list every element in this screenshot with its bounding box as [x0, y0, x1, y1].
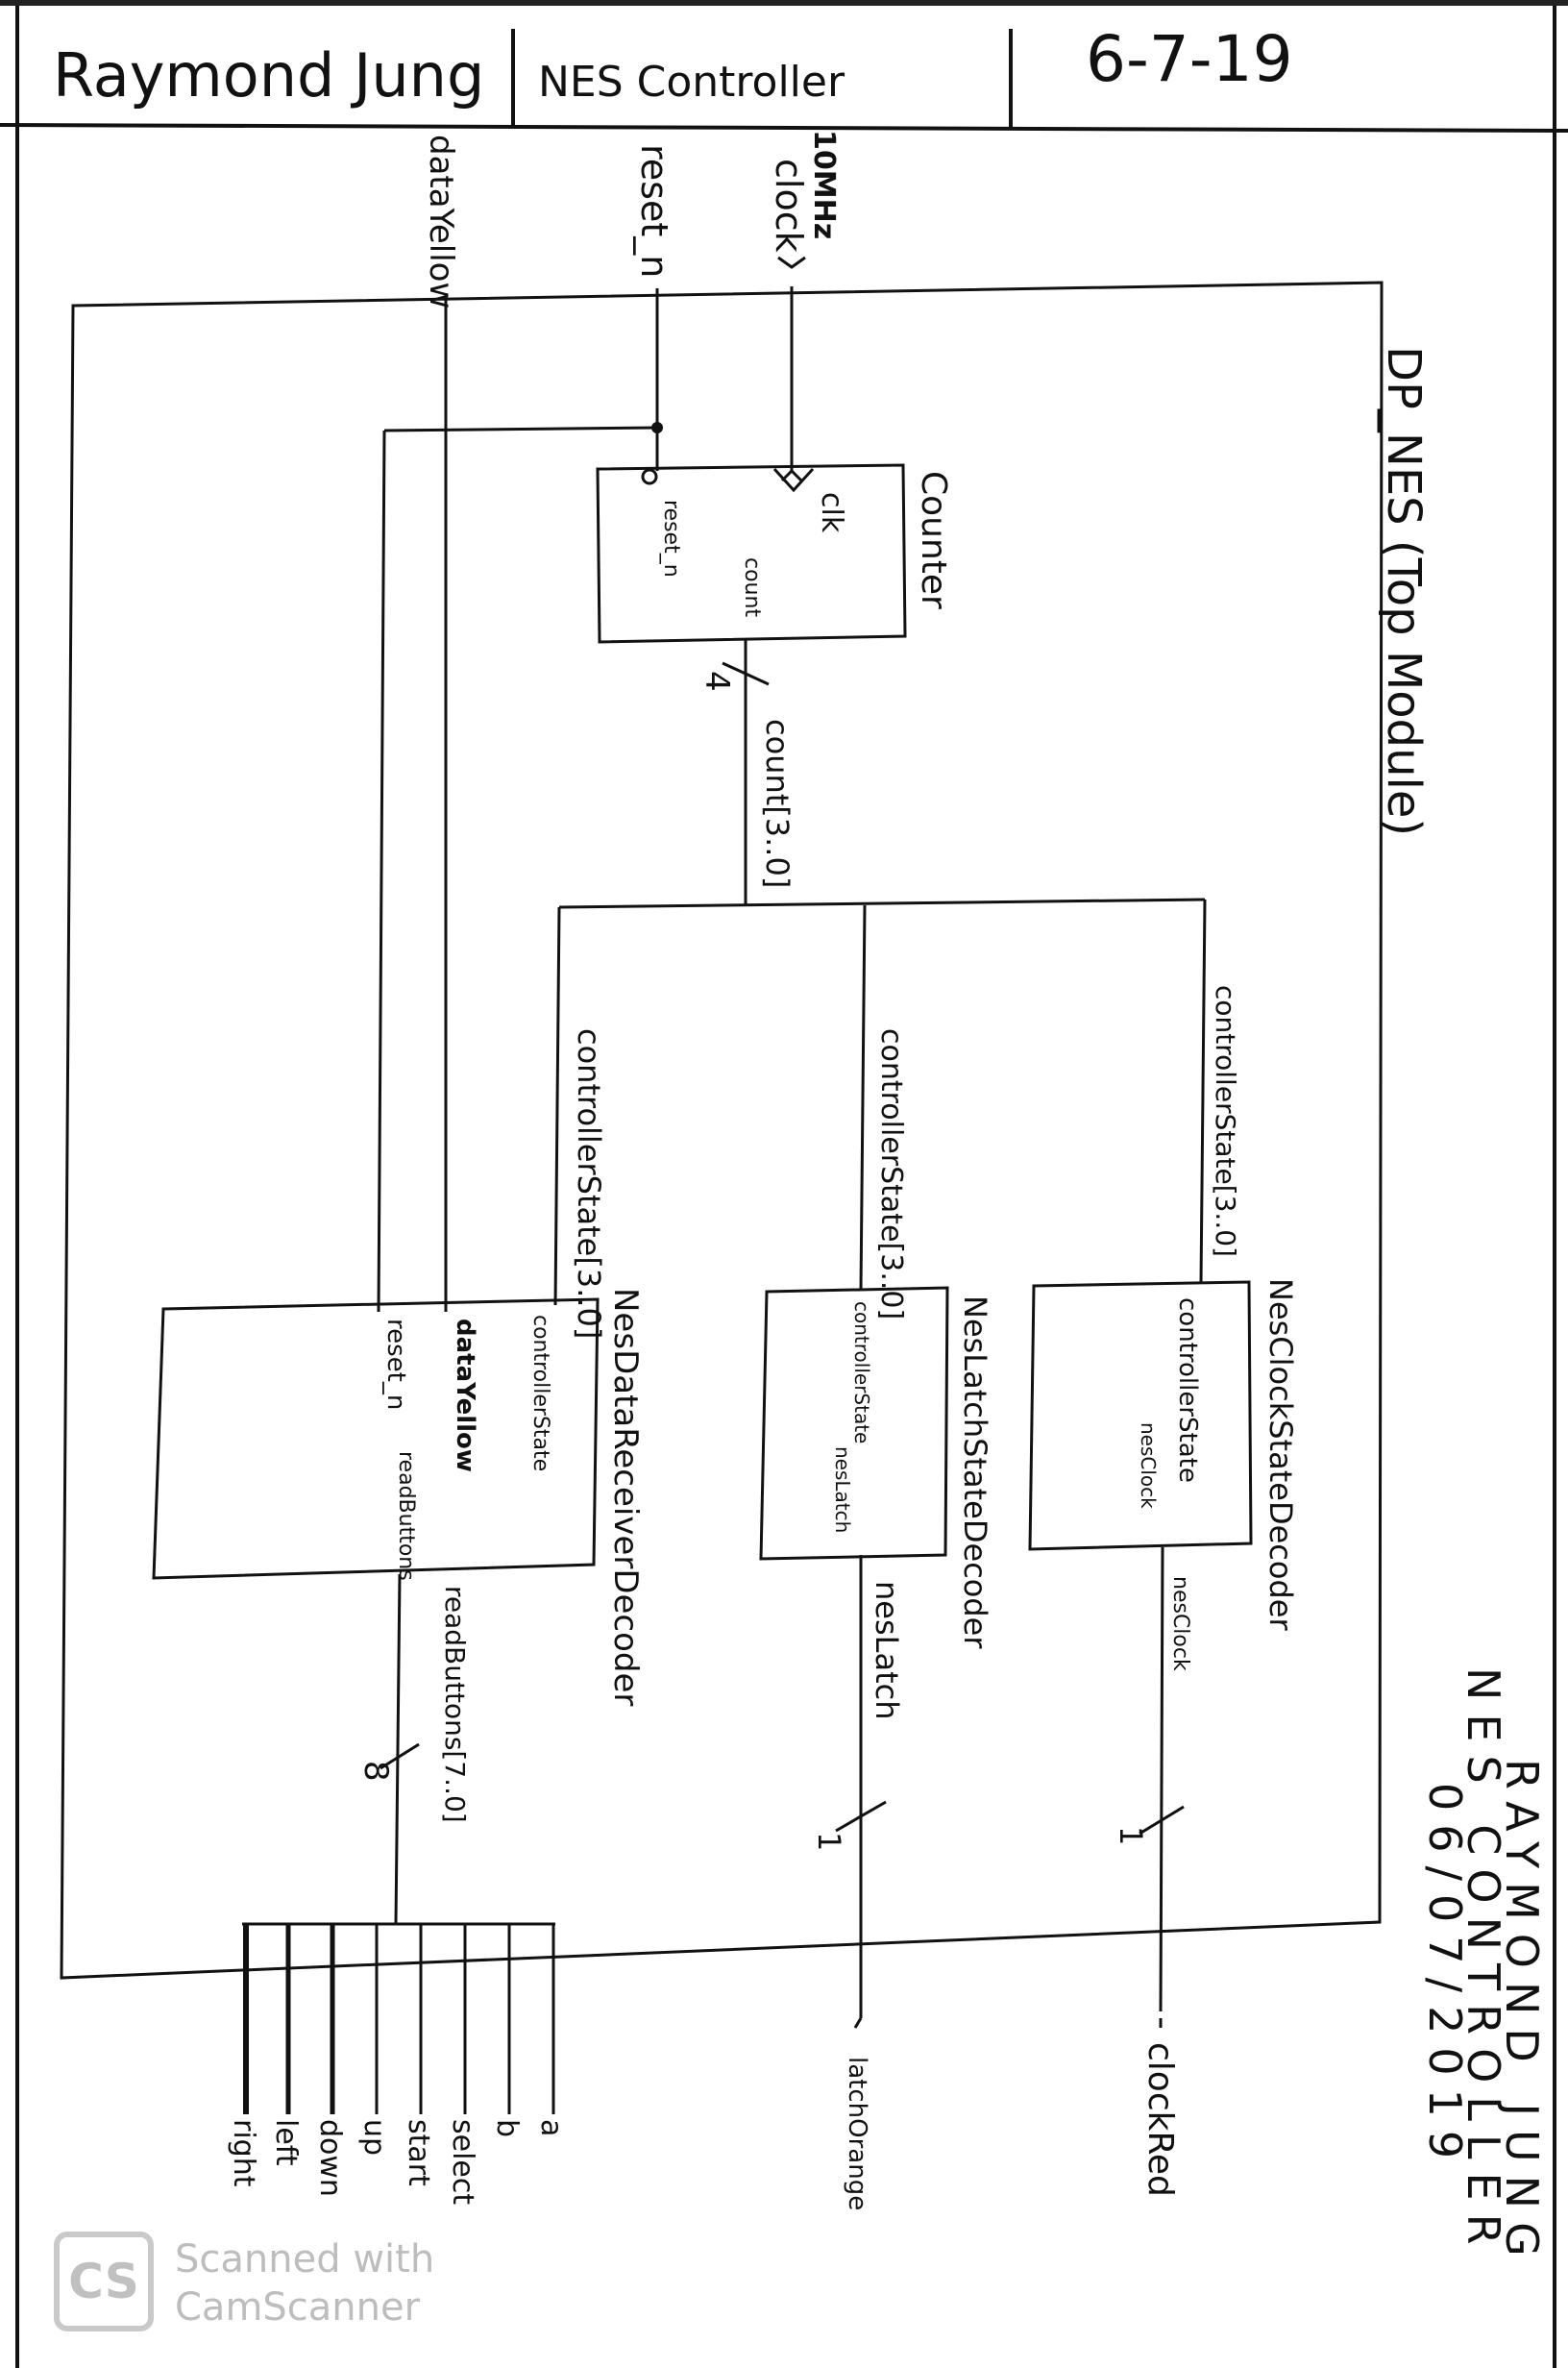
- button-output-label: b: [490, 2119, 524, 2137]
- signature-line1: RAYMOND JUNG: [1496, 1759, 1548, 2270]
- latch-state-decoder-block: NesLatchStateDecoder controllerState nes…: [759, 1286, 993, 1649]
- reset-junction: [651, 422, 663, 433]
- clock-bus-width: 1: [1113, 1826, 1149, 1845]
- button-output-label: up: [357, 2119, 391, 2156]
- branch-label-clock: controllerState[3..0]: [1210, 985, 1241, 1257]
- button-output-label: select: [446, 2119, 479, 2205]
- button-output-label: left: [269, 2119, 303, 2166]
- camscanner-watermark: Scanned with CamScanner: [175, 2235, 434, 2331]
- clock-decoder-pin-state: controllerState: [1173, 1297, 1202, 1483]
- reset-inversion-bubble: [641, 468, 658, 485]
- clock-input-arrow: [780, 468, 803, 482]
- camscanner-logo: CS: [54, 2232, 154, 2331]
- port-label-latchorange: latchOrange: [843, 2057, 871, 2210]
- camscanner-logo-text: CS: [68, 2254, 139, 2309]
- data-decoder-pin-buttons: readButtons: [394, 1451, 418, 1581]
- branch-label-data: controllerState[3..0]: [571, 1028, 607, 1339]
- data-decoder-pin-data: dataYellow: [451, 1319, 479, 1472]
- count-bus-width: 4: [698, 671, 736, 692]
- port-label-clock-frequency: 10MHz: [807, 130, 841, 239]
- clock-output-label: nesClock: [1168, 1576, 1192, 1671]
- clock-state-decoder-block: NesClockStateDecoder controllerState nes…: [1028, 1278, 1299, 1631]
- data-receiver-decoder-block: NesDataReceiverDecoder reset_n dataYello…: [152, 1288, 645, 1706]
- button-output-label: right: [227, 2119, 260, 2187]
- latch-decoder-pin-latch: nesLatch: [831, 1446, 854, 1533]
- sheet-date: 6-7-19: [1086, 22, 1293, 96]
- project-name: NES Controller: [538, 58, 845, 107]
- button-output-label: start: [402, 2119, 435, 2186]
- clock-decoder-title: NesClockStateDecoder: [1262, 1278, 1299, 1631]
- branch-label-latch: controllerState[3..0]: [874, 1028, 908, 1320]
- latch-decoder-title: NesLatchStateDecoder: [957, 1295, 993, 1649]
- top-module-boundary: [60, 281, 1384, 1980]
- title-block: Raymond Jung NES Controller 6-7-19: [0, 22, 1568, 133]
- data-decoder-pin-reset: reset_n: [381, 1319, 410, 1410]
- button-output-label: down: [313, 2119, 347, 2197]
- bus-slash-count: [722, 661, 770, 686]
- watermark-line2: CamScanner: [175, 2285, 421, 2330]
- watermark-line1: Scanned with: [175, 2237, 435, 2282]
- clock-decoder-pin-clock: nesClock: [1137, 1422, 1160, 1509]
- counter-title: Counter: [914, 471, 953, 609]
- author-name: Raymond Jung: [53, 40, 484, 111]
- port-label-reset: reset_n: [633, 144, 675, 278]
- bus-slash-clock: [1139, 1805, 1185, 1836]
- port-label-clock: clock: [768, 159, 810, 253]
- counter-pin-reset: reset_n: [659, 500, 683, 578]
- latch-decoder-pin-state: controllerState: [850, 1301, 873, 1443]
- signature-line3: 06/07/2019: [1419, 1783, 1471, 2172]
- bus-slash-latch: [835, 1800, 887, 1833]
- latch-bus-width: 1: [811, 1832, 847, 1851]
- counter-pin-count: count: [740, 557, 764, 617]
- button-fanout: [242, 1922, 555, 2114]
- button-output-label: a: [534, 2119, 568, 2136]
- module-title: DP_NES (Top Module): [1377, 346, 1431, 836]
- counter-pin-clk: clk: [815, 492, 848, 533]
- latch-output-label: nesLatch: [869, 1581, 905, 1720]
- buttons-bus-width: 8: [356, 1761, 395, 1782]
- wires: [377, 286, 1207, 2012]
- bus-slash-buttons: [380, 1742, 420, 1770]
- count-bus-label: count[3..0]: [759, 719, 796, 888]
- port-label-datayellow: dataYellow: [422, 135, 460, 308]
- port-label-clockred: clockRed: [1140, 2042, 1180, 2197]
- data-decoder-title: NesDataReceiverDecoder: [606, 1288, 645, 1706]
- buttons-bus-label: readButtons[7..0]: [439, 1586, 471, 1823]
- counter-block: Counter clk reset_n count: [596, 463, 953, 644]
- clock-triangle-icon: [772, 467, 815, 493]
- signature-line2: NES CONTROLLER: [1458, 1667, 1509, 2258]
- clock-port-arrow: [777, 256, 806, 269]
- data-decoder-pin-state: controllerState: [528, 1315, 552, 1471]
